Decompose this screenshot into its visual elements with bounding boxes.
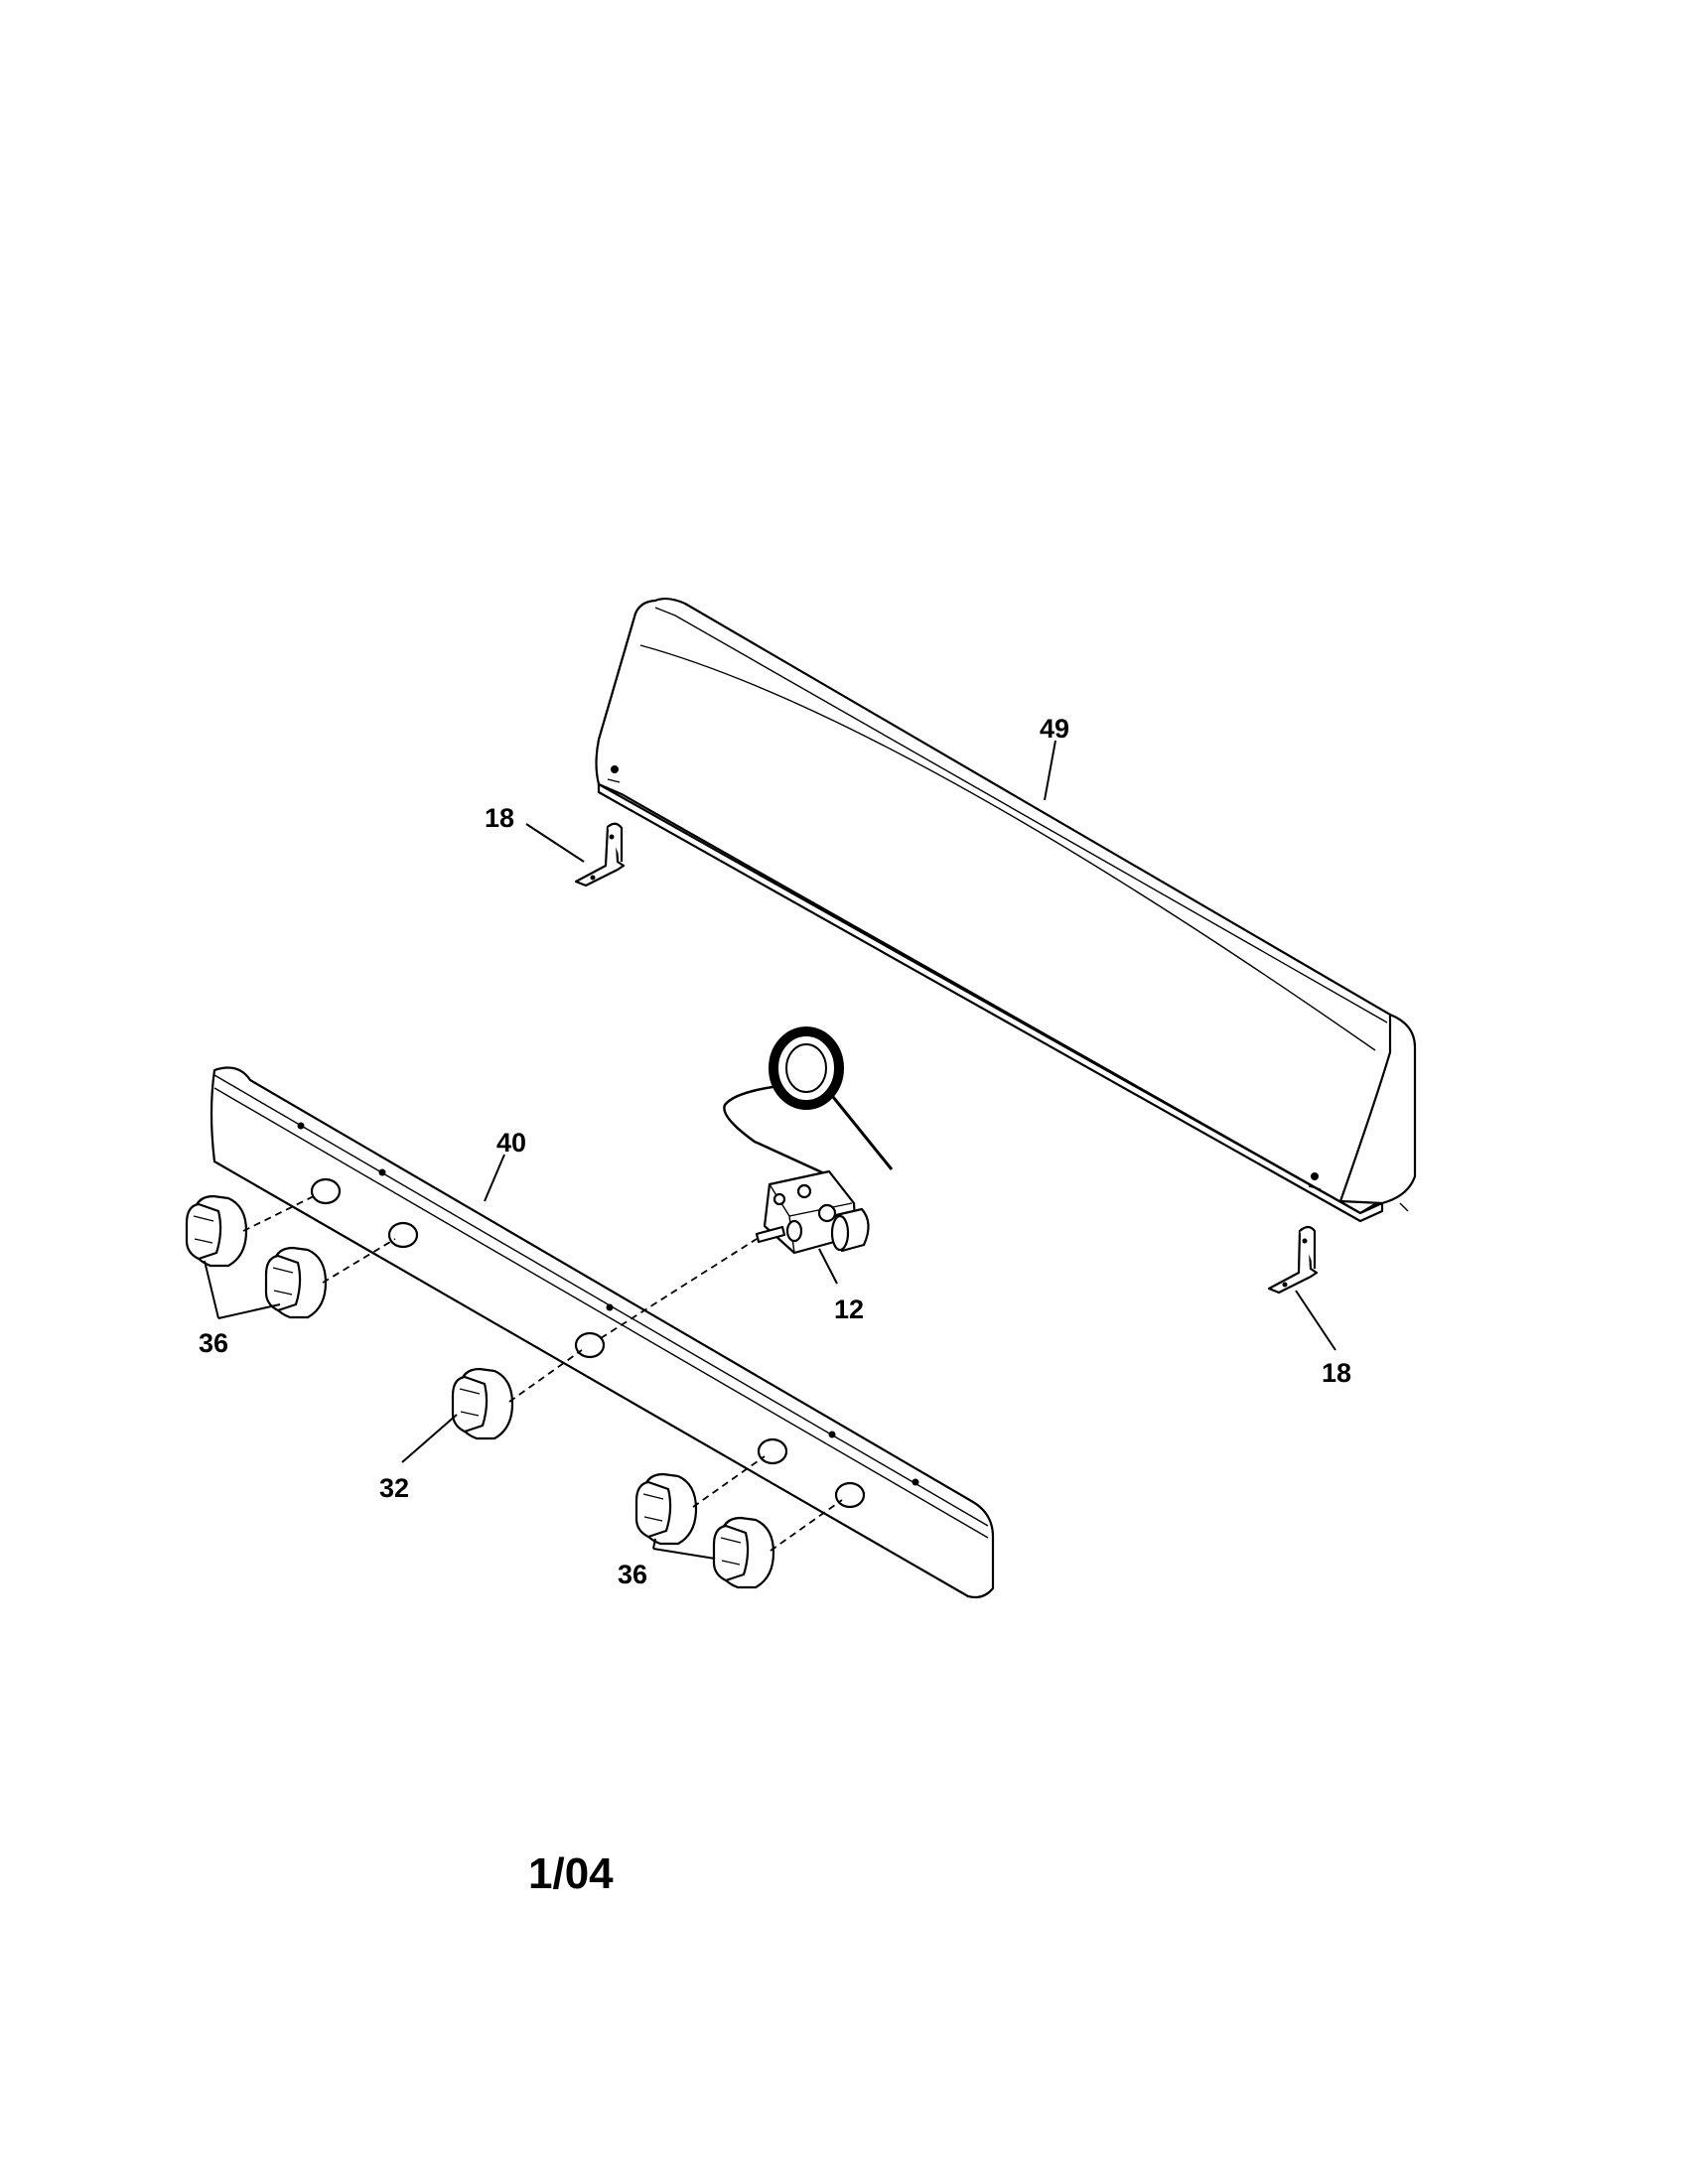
knob-center-part bbox=[451, 1367, 514, 1440]
label-knobs-right: 36 bbox=[618, 1560, 647, 1589]
label-control-panel: 40 bbox=[496, 1128, 526, 1158]
bracket-right-part bbox=[1267, 1225, 1319, 1295]
label-backguard: 49 bbox=[1040, 714, 1069, 744]
label-knobs-left: 36 bbox=[199, 1328, 228, 1358]
leader-lines bbox=[204, 740, 1336, 1560]
thermostat-part bbox=[723, 1026, 894, 1255]
label-thermostat: 12 bbox=[834, 1295, 864, 1324]
assembly-lines bbox=[242, 1193, 843, 1552]
knob-4-part bbox=[634, 1472, 698, 1546]
bracket-left-part bbox=[574, 822, 626, 887]
label-bracket-right: 18 bbox=[1322, 1358, 1351, 1388]
control-panel-part bbox=[210, 1066, 995, 1599]
label-knob-center: 32 bbox=[379, 1473, 409, 1503]
label-bracket-left: 18 bbox=[485, 803, 514, 833]
knob-1-part bbox=[185, 1194, 248, 1268]
knob-5-part bbox=[712, 1516, 775, 1589]
page-footer-date: 1/04 bbox=[528, 1849, 614, 1898]
backguard-part bbox=[595, 597, 1417, 1223]
knob-2-part bbox=[264, 1246, 328, 1319]
